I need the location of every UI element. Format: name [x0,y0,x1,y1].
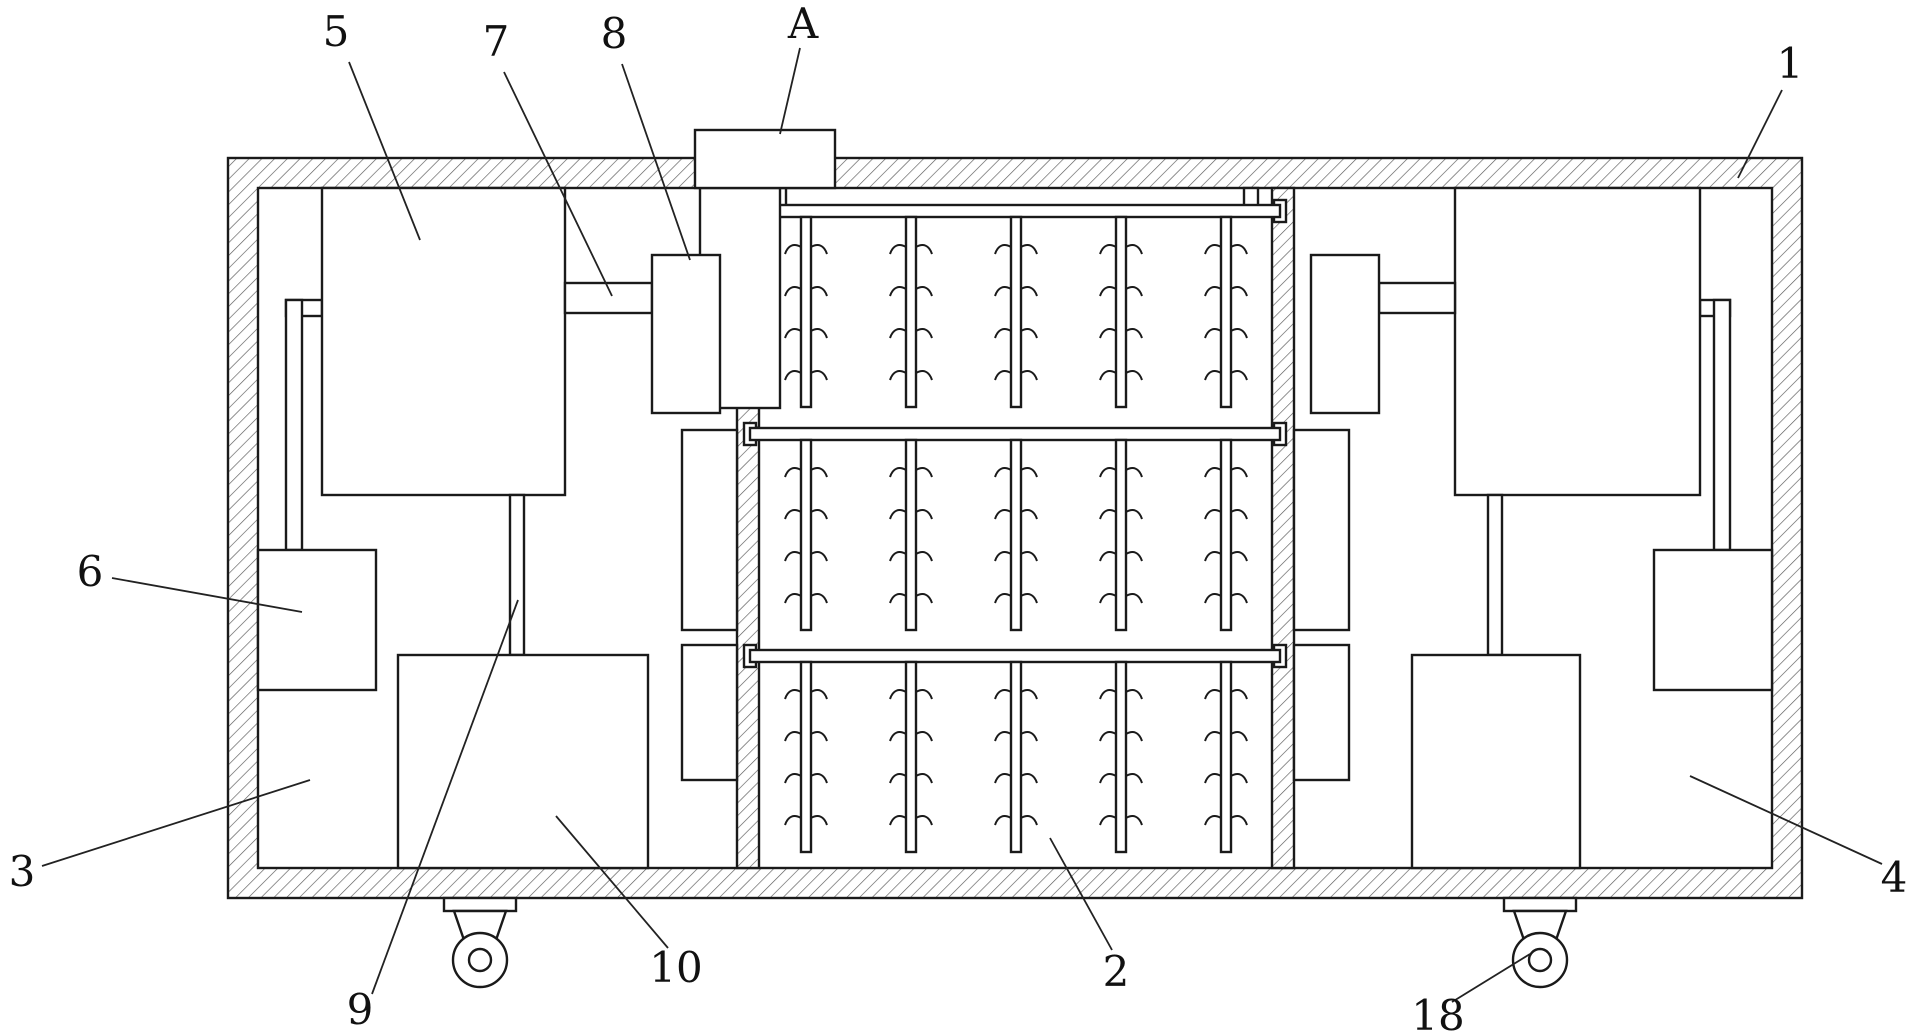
label-part-10: 10 [555,815,703,992]
label-text-3: 3 [9,847,36,896]
right-bottom-box [1410,653,1582,870]
label-part-5: 5 [323,7,421,241]
chamber-right-wall [1270,186,1296,870]
label-text-a: A [787,0,819,48]
label-text-4: 4 [1881,853,1908,902]
label-text-2: 2 [1103,947,1130,996]
left-main-box-5 [320,186,567,497]
label-text-6: 6 [77,547,104,596]
left-small-box-6 [256,548,378,692]
right-push-rod [1486,493,1504,657]
label-part-1: 1 [1737,39,1804,179]
right-side-box [1309,253,1381,415]
label-text-10: 10 [649,943,702,992]
label-part-9: 9 [347,599,519,1034]
label-text-1: 1 [1777,39,1804,88]
label-part-2: 2 [1049,837,1130,996]
left-duct-lower [680,643,739,782]
label-text-5: 5 [323,7,350,56]
reference-labels: 5 7 8 A 1 6 3 9 [9,0,1908,1034]
label-part-8: 8 [601,9,691,261]
label-text-8: 8 [601,9,628,58]
label-part-18: 18 [1411,953,1531,1034]
left-caster-wheel [442,896,518,989]
right-duct-upper [1292,428,1351,632]
left-push-rod-9 [508,493,526,657]
right-pipe-vertical [1712,298,1732,552]
detail-a-box [693,128,837,190]
label-text-7: 7 [483,17,510,66]
left-unit [256,186,739,870]
left-duct-upper [680,428,739,632]
left-side-box-8 [650,253,722,415]
label-part-4: 4 [1689,775,1908,902]
label-text-18: 18 [1411,991,1464,1034]
left-bottom-box-10 [396,653,650,870]
label-text-9: 9 [347,985,374,1034]
right-connector [1377,281,1457,315]
right-caster-wheel [1502,896,1578,989]
right-unit [1292,186,1774,870]
label-part-7: 7 [483,17,613,297]
label-detail-a: A [779,0,819,135]
left-pipe-vertical [284,298,304,552]
right-main-box [1453,186,1702,497]
label-part-3: 3 [9,779,311,896]
label-part-6: 6 [77,547,303,613]
right-duct-lower [1292,643,1351,782]
right-small-box [1652,548,1774,692]
